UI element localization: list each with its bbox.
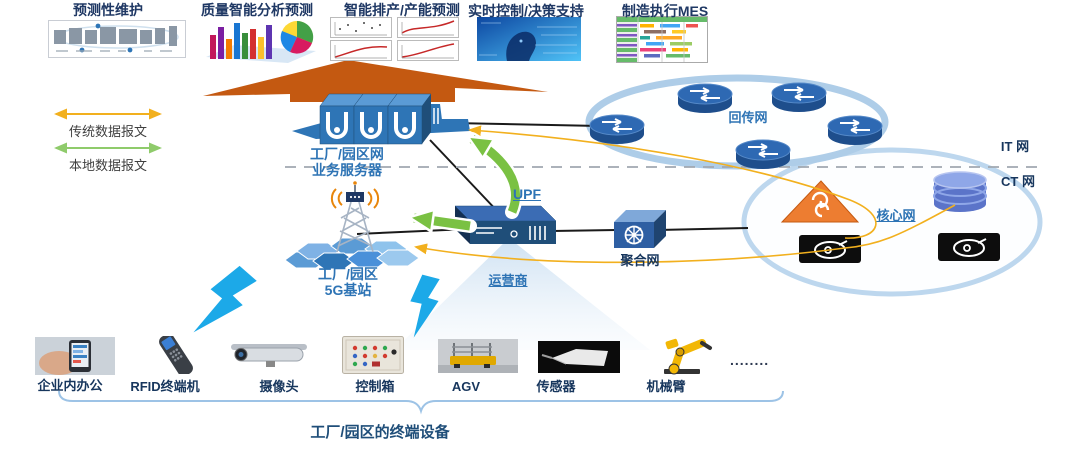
yellow-path-core-to-servers (468, 125, 877, 239)
link-aggregation-core (657, 227, 749, 231)
quality-analysis-image (204, 17, 320, 63)
device-label-office: 企业内办公 (37, 378, 103, 393)
radio-waves-icon (330, 188, 380, 209)
tower-lattice (336, 201, 374, 253)
core-device-icon (798, 234, 862, 264)
robot-arm-image (648, 332, 720, 375)
it-network-label: IT 网 (1000, 139, 1030, 154)
devices-brace (58, 390, 784, 415)
rfid-terminal-image (143, 336, 209, 374)
basestation-label-line2: 5G基站 (324, 282, 372, 299)
servers-label-line1: 工厂/园区网 (310, 146, 384, 162)
green-path-upf-to-basestation (414, 218, 471, 226)
wireless-lightning-bolts (193, 265, 440, 338)
5g-basestation-icon (284, 181, 420, 270)
predictive-maintenance-image (48, 20, 186, 58)
app-title-predictive-maintenance: 预测性维护 (73, 2, 143, 18)
servers-label-line2: 业务服务器 (312, 162, 382, 179)
camera-image (228, 343, 313, 370)
pie-chart-icon (280, 20, 314, 54)
link-servers-backhaul (451, 122, 601, 127)
local-data-paths (414, 132, 523, 226)
app-title-scheduling-forecast: 智能排产/产能预测 (344, 2, 460, 18)
aggregation-label: 聚合网 (620, 253, 660, 268)
link-servers-upf (429, 139, 501, 215)
terminal-devices-footer-label: 工厂/园区的终端设备 (310, 424, 450, 441)
router-icon (677, 83, 733, 114)
device-label-control-box: 控制箱 (355, 379, 395, 394)
legend-traditional-label: 传统数据报文 (68, 124, 147, 139)
legend-local-label: 本地数据报文 (68, 158, 147, 173)
operator-coverage-cone (394, 238, 650, 350)
yellow-path-core-to-basestation (414, 204, 956, 264)
office-phone-image (35, 337, 115, 375)
device-label-camera: 摄像头 (259, 379, 299, 394)
realtime-control-image (477, 17, 581, 61)
router-icon (827, 115, 883, 146)
aggregation-switch-icon (614, 210, 666, 248)
backhaul-label: 回传网 (728, 110, 768, 125)
core-gateway-glyph (811, 191, 830, 218)
database-icon (933, 171, 987, 212)
router-icon (735, 139, 791, 170)
device-label-agv: AGV (451, 379, 481, 394)
basestation-label-line1: 工厂/园区 (318, 266, 378, 282)
basestation-label: 工厂/园区 5G基站 (292, 266, 404, 298)
scheduling-forecast-image (330, 17, 460, 61)
agv-image (438, 339, 518, 373)
applications-up-arrow (203, 60, 548, 102)
traditional-data-paths (414, 125, 956, 264)
lightning-bolt-icon (410, 274, 440, 338)
upf-label: UPF (513, 186, 541, 202)
servers-label: 工厂/园区网 业务服务器 (282, 146, 412, 178)
core-device-icon (937, 232, 1001, 262)
core-network-label: 核心网 (876, 208, 916, 223)
router-icon (771, 82, 827, 113)
device-label-sensor: 传感器 (536, 379, 576, 394)
app-title-realtime-control: 实时控制/决策支持 (468, 3, 584, 19)
app-title-quality-analysis: 质量智能分析预测 (201, 2, 313, 18)
device-label-more-dots: ........ (730, 352, 770, 368)
lightning-bolt-icon (193, 265, 257, 333)
router-icon (589, 114, 645, 145)
device-label-rfid: RFID终端机 (130, 379, 200, 394)
device-label-robot-arm: 机械臂 (646, 379, 686, 394)
operator-label: 运营商 (488, 273, 528, 288)
link-upf-aggregation (551, 229, 617, 232)
mes-image (616, 16, 708, 63)
sensor-image (538, 341, 620, 373)
app-title-mes: 制造执行MES (621, 3, 709, 19)
green-path-upf-to-servers (472, 139, 520, 214)
business-servers-icon (292, 93, 470, 145)
ct-network-label: CT 网 (1001, 174, 1035, 189)
control-box-image (342, 336, 404, 374)
